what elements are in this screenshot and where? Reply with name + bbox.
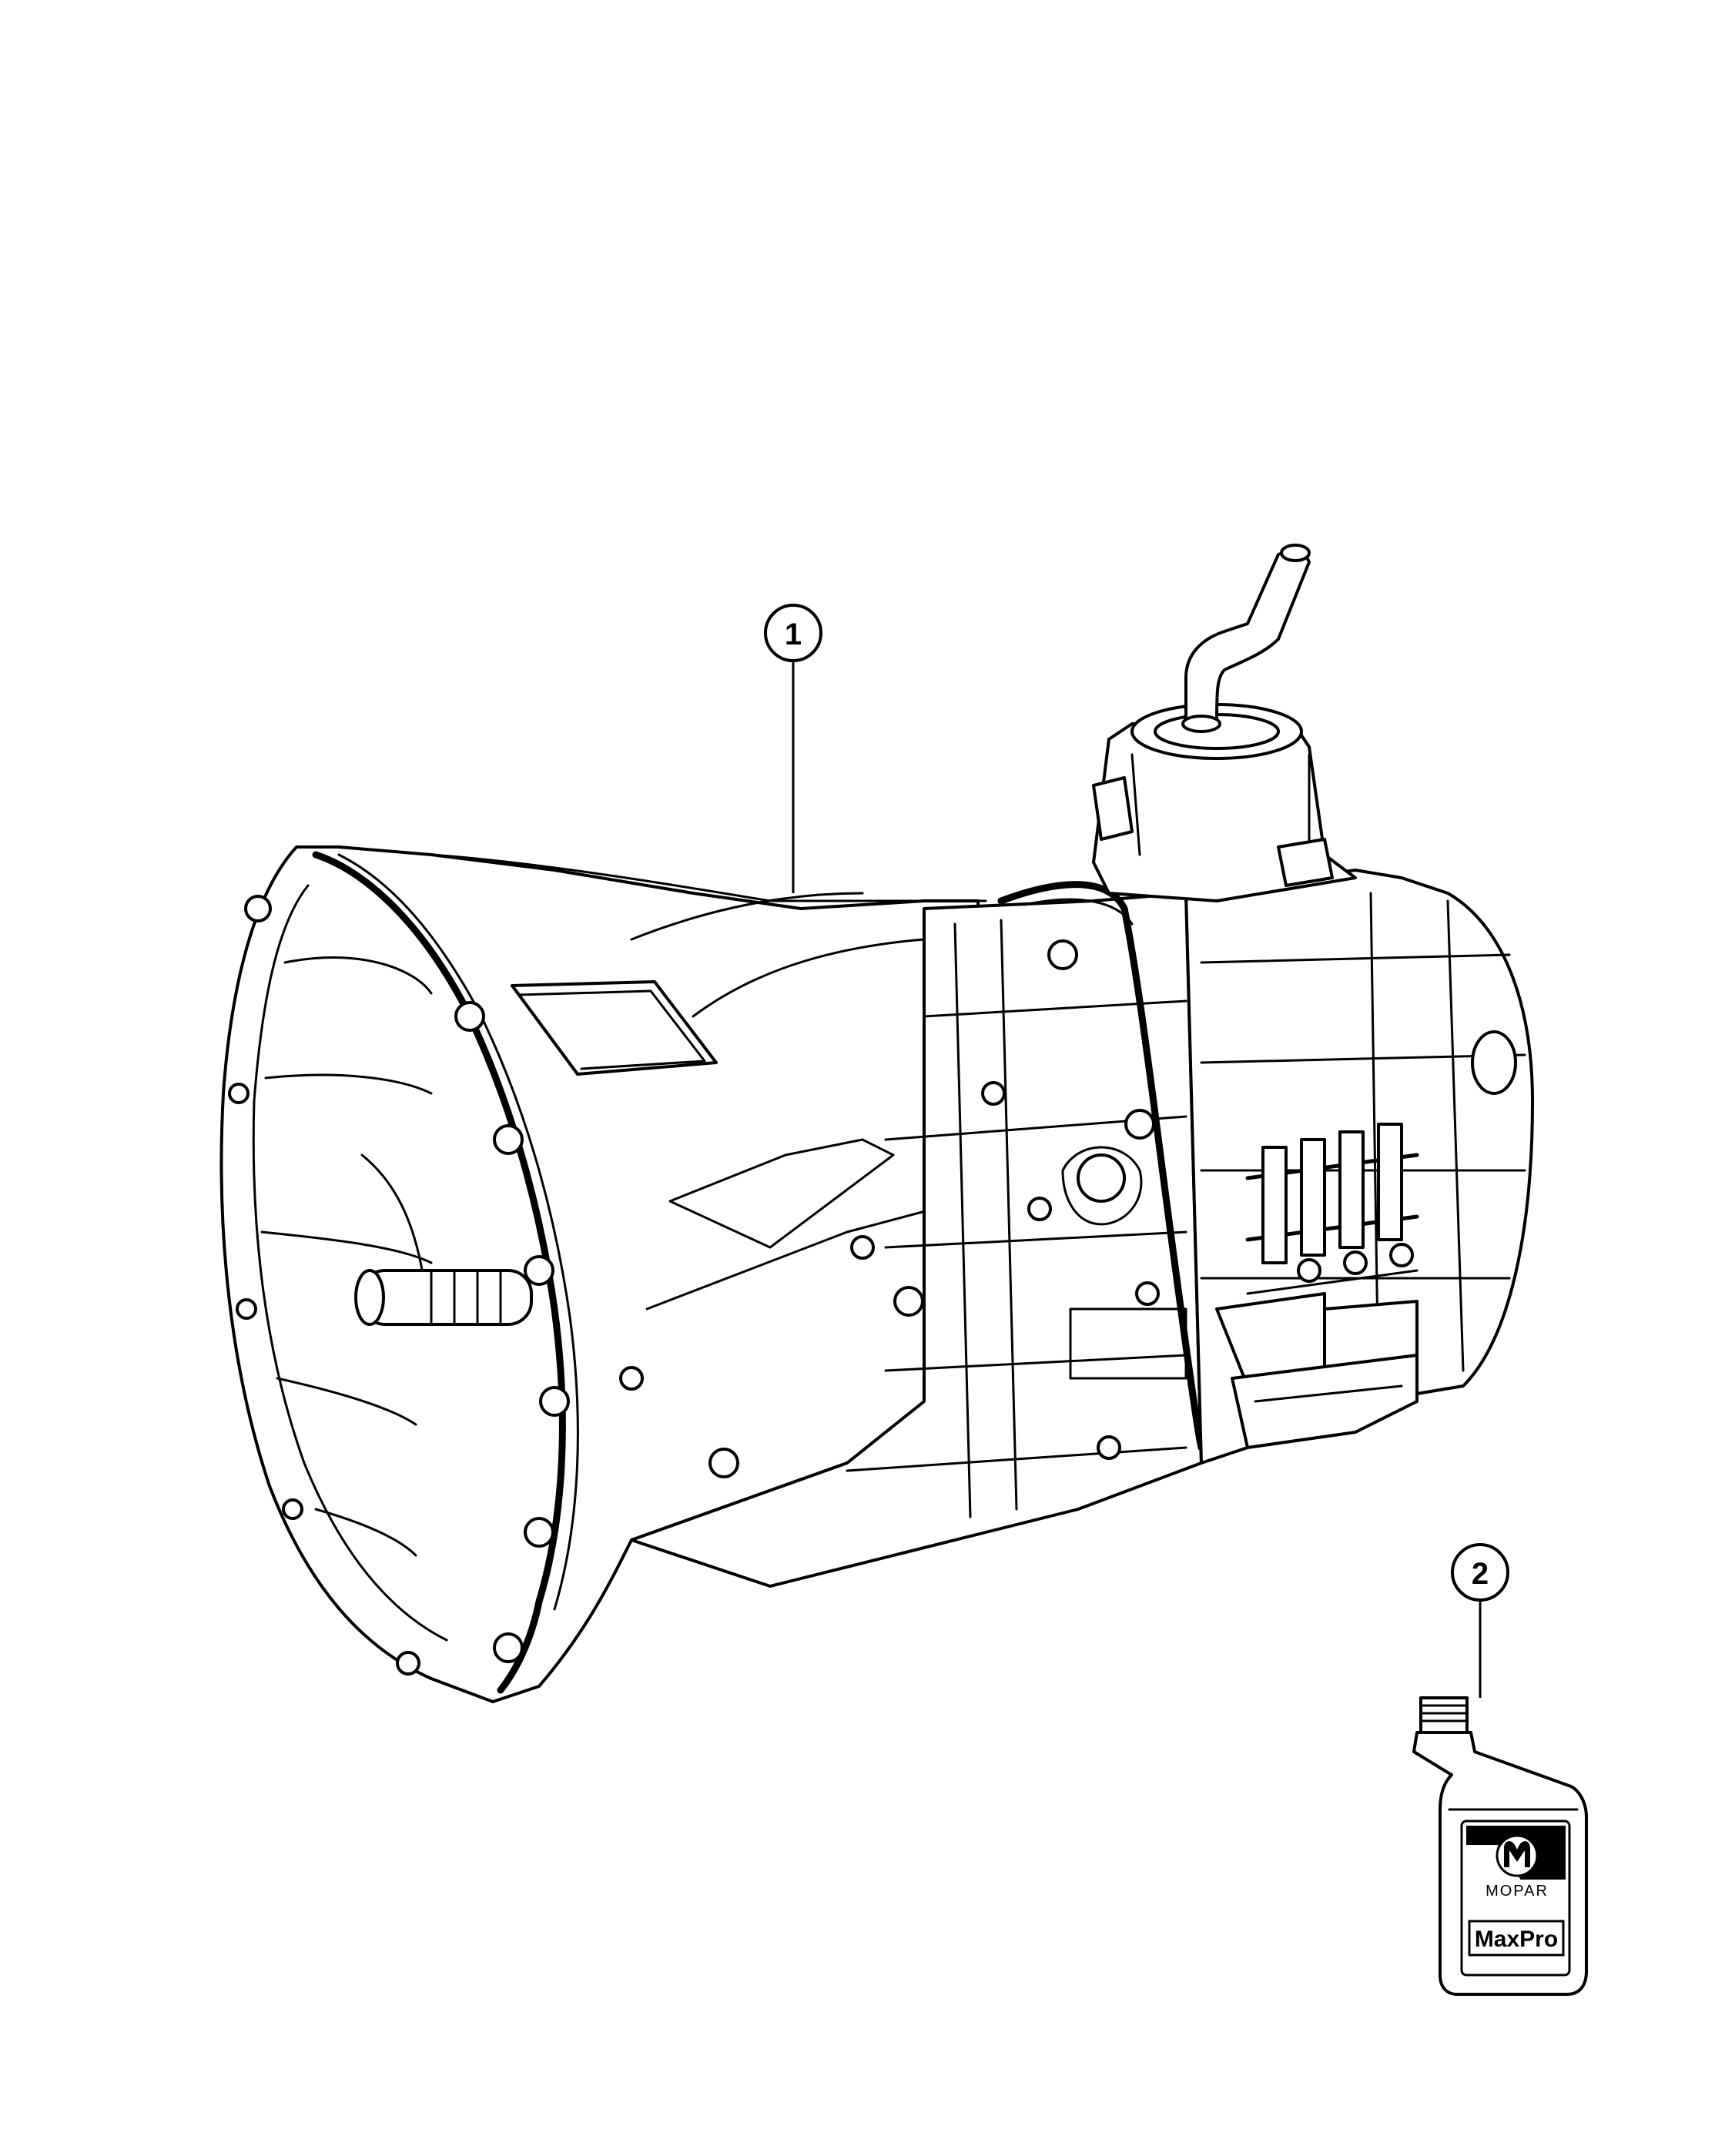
label-plate (511, 980, 718, 1076)
input-shaft (354, 1269, 533, 1326)
callout-2: 2 (1451, 1543, 1509, 1698)
transmission-assembly (219, 544, 1534, 1703)
shift-lever-stub (1184, 545, 1311, 725)
callout-1-number: 1 (785, 618, 802, 651)
bell-housing (219, 845, 987, 1703)
shifter-tower (1092, 703, 1357, 902)
fluid-bottle: MOPAR MaxPro (1412, 1696, 1588, 1996)
bottle-brand-text: MOPAR (1486, 1883, 1549, 1900)
callout-2-number: 2 (1472, 1557, 1489, 1591)
center-plate-gasket (997, 881, 1205, 1451)
bottle-cap (1419, 1696, 1469, 1734)
bell-flange-bolts (228, 895, 570, 1676)
bottle-product-text: MaxPro (1475, 1927, 1558, 1952)
mopar-emblem-icon (1496, 1834, 1539, 1877)
callout-1: 1 (764, 604, 822, 893)
output-housing (1231, 1354, 1419, 1449)
case-bolts (619, 939, 1160, 1478)
bell-housing-mouth (252, 884, 448, 1642)
